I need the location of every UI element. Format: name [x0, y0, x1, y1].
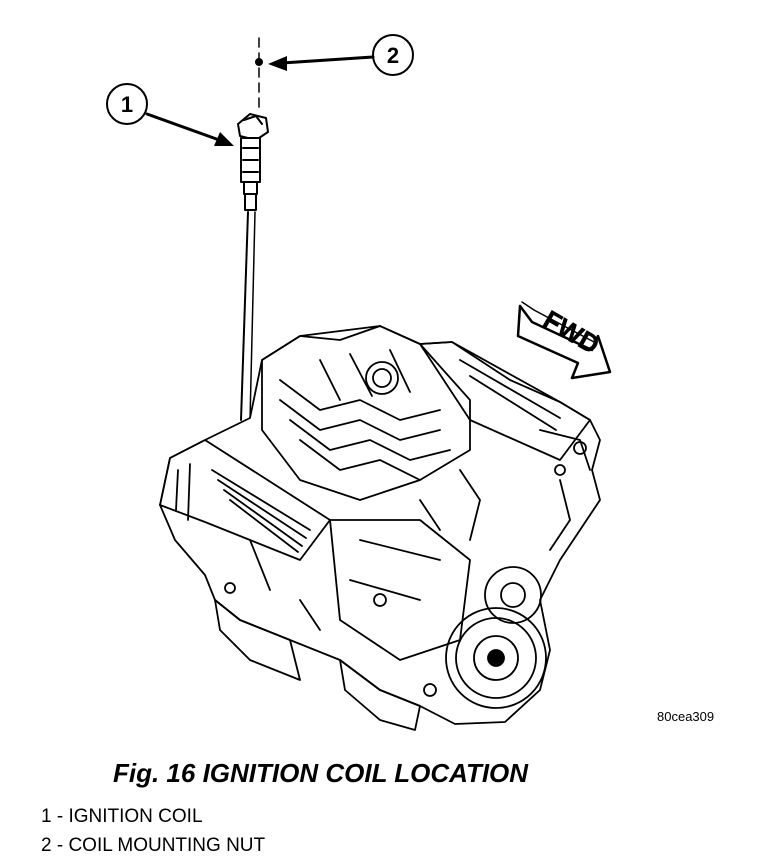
install-centerline-lower: [240, 211, 249, 421]
coil-mounting-nut: [255, 58, 263, 66]
callout-2: [268, 34, 414, 76]
engine-block: [159, 325, 601, 731]
legend-item: 1 - IGNITION COIL: [41, 806, 203, 827]
ignition-coil: [237, 113, 269, 211]
callout-1: [106, 83, 234, 146]
callout-2-number: 2: [387, 43, 399, 68]
forward-direction-arrow: [516, 301, 612, 380]
engine-illustration: 1 2 FWD: [106, 34, 612, 731]
legend: 1 - IGNITION COIL 2 - COIL MOUNTING NUT: [41, 802, 265, 860]
image-reference-code: 80cea309: [657, 709, 715, 724]
callout-1-number: 1: [121, 92, 133, 117]
legend-item: 2 - COIL MOUNTING NUT: [41, 835, 266, 856]
figure-caption: Fig. 16 IGNITION COIL LOCATION: [113, 758, 529, 788]
